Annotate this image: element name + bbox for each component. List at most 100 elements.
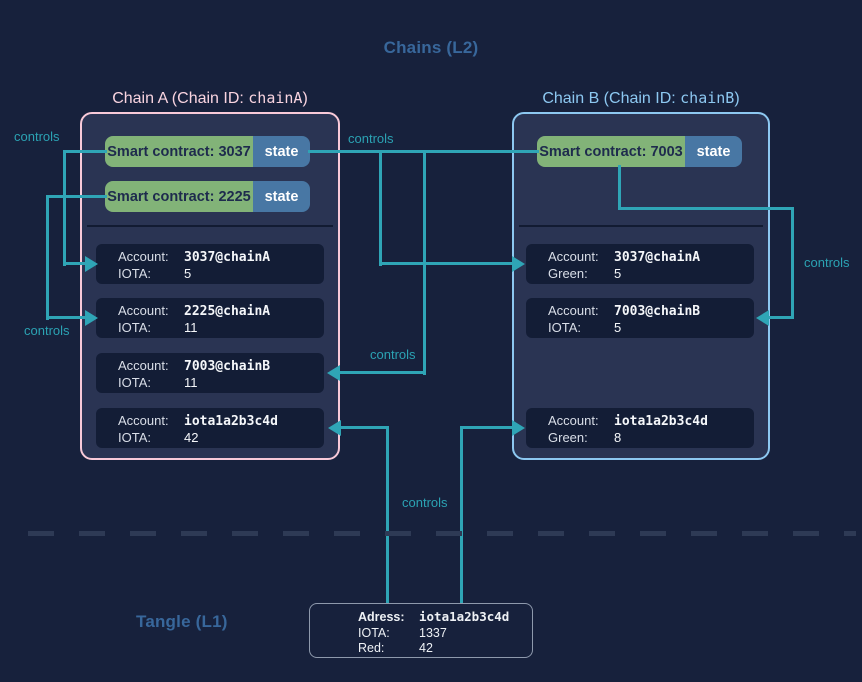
red-label: Red: — [358, 641, 385, 655]
connector-line — [379, 262, 514, 265]
balance-label: Green: — [548, 430, 588, 445]
account-value: 3037@chainA — [614, 250, 701, 265]
arrowhead-icon — [512, 420, 525, 436]
account-3037-chainA-on-b: Account: 3037@chainA Green: 5 — [526, 244, 754, 284]
account-label: Account: — [548, 303, 599, 318]
balance-value: 5 — [614, 266, 622, 281]
chain-a-title: Chain A (Chain ID: chainA) — [80, 89, 340, 108]
iota-value: 1337 — [419, 625, 447, 640]
account-row: Account: iota1a2b3c4d — [548, 413, 754, 430]
chain-b-box — [512, 112, 770, 460]
account-row: Account:2225@chainA — [118, 303, 324, 320]
account-label: Account: — [118, 249, 169, 264]
l1-address-box: Adress: iota1a2b3c4d IOTA: 1337 Red: 42 — [309, 603, 533, 658]
balance-row: IOTA: 11 — [118, 320, 324, 336]
account-label: Account: — [548, 249, 599, 264]
chain-a-title-text: Chain A (Chain ID: — [112, 90, 249, 107]
iota-label: IOTA: — [358, 625, 390, 640]
balance-value: 11 — [184, 320, 198, 335]
balance-value: 8 — [614, 430, 622, 445]
arrowhead-icon — [85, 256, 98, 272]
connector-line — [618, 207, 794, 210]
account-3037-chainA-on-a: Account:3037@chainA IOTA: 5 — [96, 244, 324, 284]
arrowhead-icon — [512, 256, 525, 272]
balance-label: Green: — [548, 266, 588, 281]
balance-row: Green: 8 — [548, 430, 754, 446]
account-label: Account: — [118, 358, 169, 373]
chain-b-title: Chain B (Chain ID: chainB) — [512, 89, 770, 108]
account-value: iota1a2b3c4d — [184, 414, 278, 429]
connector-line — [46, 195, 49, 320]
chain-a-box — [80, 112, 340, 460]
layer1-title: Tangle (L1) — [136, 612, 228, 631]
connector-line — [63, 150, 66, 266]
account-7003-chainB-on-a: Account: 7003@chainB IOTA: 11 — [96, 353, 324, 393]
iota-row: IOTA: 1337 — [358, 626, 532, 642]
account-7003-chainB-on-b: Account: 7003@chainB IOTA:5 — [526, 298, 754, 338]
balance-row: Green: 5 — [548, 266, 754, 282]
account-label: Account: — [118, 413, 169, 428]
balance-value: 42 — [184, 430, 199, 445]
account-value: 7003@chainB — [184, 359, 271, 374]
balance-label: IOTA: — [118, 266, 151, 281]
smart-contract-7003-label: Smart contract: 7003 — [537, 136, 685, 167]
account-row: Account:3037@chainA — [118, 249, 324, 266]
arrowhead-icon — [327, 365, 340, 381]
chain-b-title-text: Chain B (Chain ID: — [542, 90, 681, 107]
address-row: Adress: iota1a2b3c4d — [358, 609, 532, 626]
account-label: Account: — [548, 413, 599, 428]
smart-contract-2225-label: Smart contract: 2225 — [105, 181, 253, 212]
connector-line — [769, 316, 794, 319]
balance-value: 5 — [184, 266, 192, 281]
account-label: Account: — [118, 303, 169, 318]
connector-line — [340, 371, 426, 374]
balance-row: IOTA:42 — [118, 430, 324, 446]
chain-b-id: chainB — [680, 89, 735, 107]
arrowhead-icon — [85, 310, 98, 326]
chain-b-title-close: ) — [734, 90, 740, 107]
smart-contract-3037: Smart contract: 3037 state — [105, 136, 310, 167]
smart-contract-3037-state-button: state — [253, 136, 310, 167]
connector-line — [463, 426, 514, 429]
smart-contract-7003: Smart contract: 7003 state — [537, 136, 742, 167]
smart-contract-7003-state-button: state — [685, 136, 742, 167]
chain-a-id: chainA — [248, 89, 303, 107]
connector-line — [379, 150, 382, 266]
balance-row: IOTA:5 — [548, 320, 754, 336]
chain-b-divider — [519, 225, 763, 227]
balance-row: IOTA: 5 — [118, 266, 324, 282]
controls-label: controls — [804, 255, 850, 270]
layer-separator — [28, 531, 856, 536]
account-row: Account: 7003@chainB — [548, 303, 754, 320]
red-row: Red: 42 — [358, 641, 532, 657]
address-label: Adress: — [358, 610, 405, 624]
balance-label: IOTA: — [118, 320, 151, 335]
balance-label: IOTA: — [118, 375, 151, 390]
connector-line — [791, 207, 794, 319]
connector-line — [618, 165, 621, 210]
arrowhead-icon — [756, 310, 769, 326]
controls-label: controls — [348, 131, 394, 146]
chain-a-title-close: ) — [302, 90, 308, 107]
connector-line — [386, 426, 389, 603]
connector-line — [63, 262, 86, 265]
smart-contract-3037-label: Smart contract: 3037 — [105, 136, 253, 167]
address-value: iota1a2b3c4d — [419, 609, 510, 624]
connector-line — [460, 426, 463, 603]
account-row: Account: 7003@chainB — [118, 358, 324, 375]
balance-label: IOTA: — [548, 320, 581, 335]
connector-line — [423, 150, 426, 375]
connector-line — [46, 195, 107, 198]
layer2-title: Chains (L2) — [383, 38, 479, 57]
connector-line — [63, 150, 107, 153]
account-value: iota1a2b3c4d — [614, 414, 708, 429]
account-iota1a2b3c4d-on-a: Account: iota1a2b3c4d IOTA:42 — [96, 408, 324, 448]
account-value: 7003@chainB — [614, 304, 701, 319]
controls-label: controls — [370, 347, 416, 362]
balance-value: 11 — [184, 375, 198, 390]
controls-label: controls — [402, 495, 448, 510]
smart-contract-2225: Smart contract: 2225 state — [105, 181, 310, 212]
controls-label: controls — [24, 323, 70, 338]
red-value: 42 — [419, 641, 433, 655]
